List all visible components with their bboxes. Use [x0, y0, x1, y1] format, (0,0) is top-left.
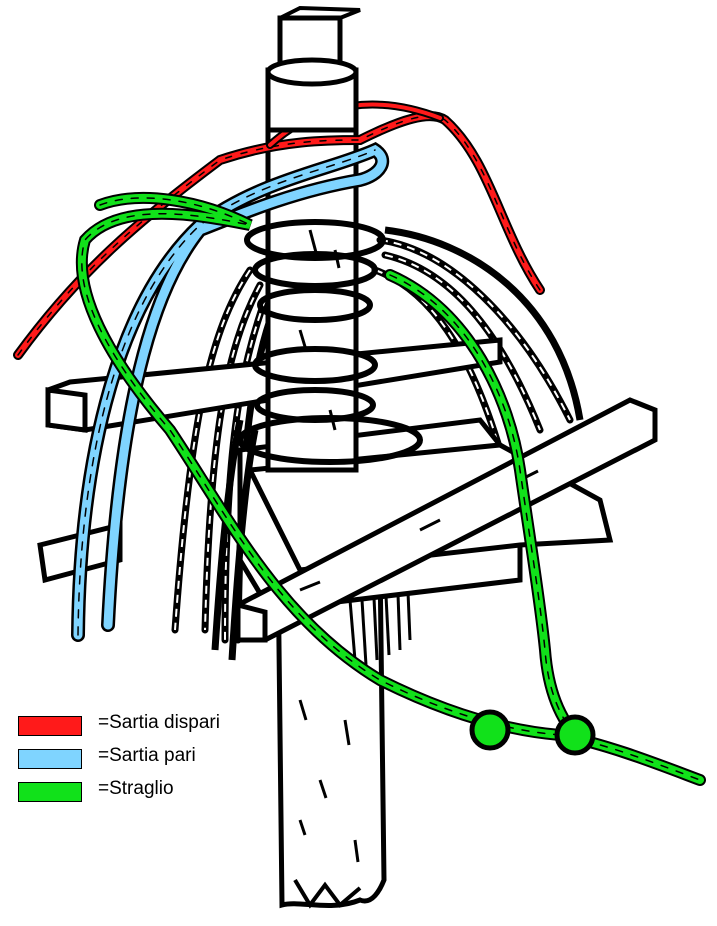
- mast-top-cap: [265, 15, 359, 133]
- lower-mast: [275, 557, 387, 909]
- legend-label: =Straglio: [98, 778, 174, 799]
- mast-lashing: [237, 219, 423, 465]
- red-swatch: [18, 716, 82, 736]
- legend-item-sartia-dispari: =Sartia dispari: [18, 712, 278, 745]
- green-stay-straglio: [75, 191, 706, 786]
- blue-shroud-sartia-pari: [71, 142, 390, 642]
- crosstree-front-bar: [235, 397, 658, 643]
- legend-label: =Sartia dispari: [98, 712, 220, 733]
- legend: =Sartia dispari =Sartia pari =Straglio: [18, 712, 278, 811]
- green-swatch: [18, 782, 82, 802]
- legend-label: =Sartia pari: [98, 745, 196, 766]
- legend-item-sartia-pari: =Sartia pari: [18, 745, 278, 778]
- shadow-hatching: [348, 591, 412, 666]
- blue-swatch: [18, 749, 82, 769]
- legend-item-straglio: =Straglio: [18, 778, 278, 811]
